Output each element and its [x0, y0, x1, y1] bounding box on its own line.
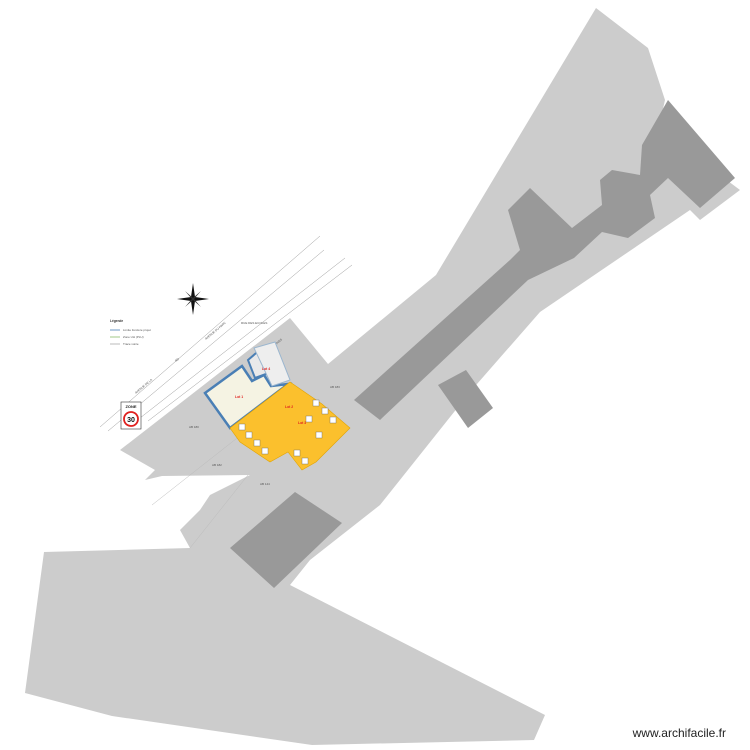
parcel-label-ab183: AB 183: [330, 385, 340, 389]
road-label-main: AVENUE DE LA: [134, 378, 153, 395]
buildings: [230, 100, 735, 588]
speed-zone-sign: ZONE 30: [120, 401, 142, 430]
parcel-label-ab180: AB 180: [189, 425, 199, 429]
road-label-code: RD: [174, 356, 181, 362]
legend-item-3: Trace voirie: [123, 342, 139, 346]
parking-spots: [238, 399, 337, 465]
unit-label-4: Lot 4: [262, 367, 270, 371]
legend-title: Légende: [110, 319, 123, 323]
parcel-label-ab182: AB 182: [212, 463, 222, 467]
unit-label-1: Lot 1: [235, 395, 243, 399]
parcel-labels: AB 180 AB 182 AB 183 AB 144: [189, 385, 340, 486]
building-lower: [230, 492, 342, 588]
unit-label-2: Lot 2: [285, 405, 293, 409]
credit-link[interactable]: www.archifacile.fr: [632, 726, 726, 740]
road-label-secondary: RUE DES ECOLES: [241, 321, 267, 325]
legend-item-2: Zone UH (PLU): [123, 335, 144, 339]
annex: [253, 341, 291, 387]
project-parcel: Lot 1 Lot 2 Lot 3 Lot 4: [203, 341, 351, 471]
legend-item-1: Limite foncière projet: [123, 328, 151, 332]
speed-zone-value: 30: [127, 417, 135, 424]
building-long: [354, 100, 735, 420]
project-area: [229, 381, 351, 471]
compass-icon: [177, 283, 209, 315]
road-label-name: AVENUE DU PARC: [204, 320, 227, 340]
building-small: [438, 370, 493, 428]
legend: Légende Limite foncière projet Zone UH (…: [110, 319, 151, 346]
parcel-label-ab144: AB 144: [260, 482, 270, 486]
speed-zone-label: ZONE: [125, 404, 136, 409]
unit-label-3: Lot 3: [298, 421, 306, 425]
